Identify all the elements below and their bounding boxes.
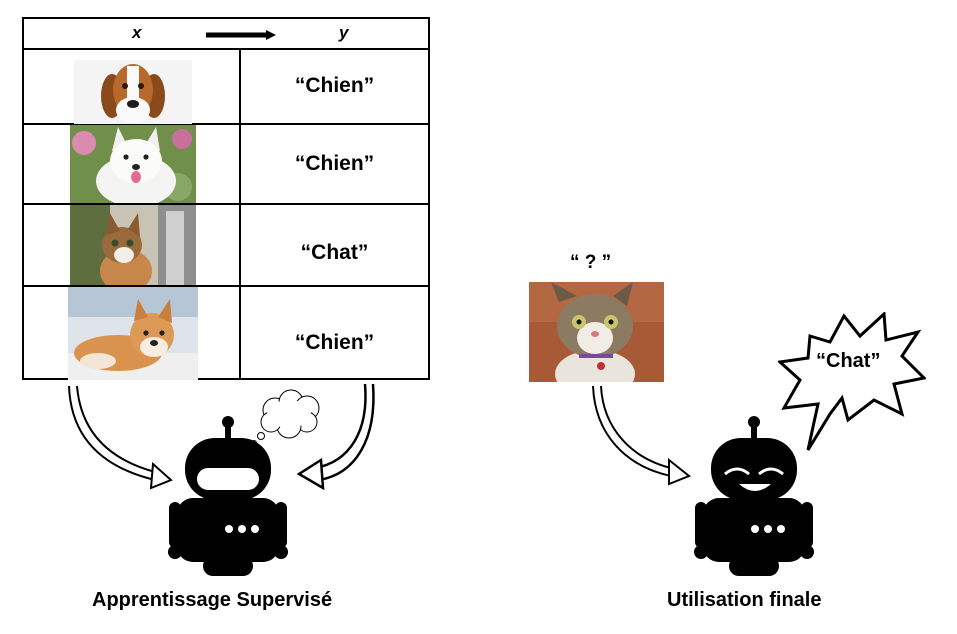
cat-closeup-photo	[529, 282, 664, 382]
column-y-header: y	[339, 23, 349, 42]
robot-icon	[694, 416, 814, 576]
row-label: “Chat”	[300, 241, 369, 264]
thought-cloud-icon	[251, 389, 320, 446]
row-label: “Chien”	[294, 74, 375, 97]
column-divider	[239, 50, 241, 380]
table-row: “Chat”	[24, 205, 428, 287]
robot-icon	[168, 416, 288, 576]
curved-arrow-icon	[592, 385, 691, 486]
shiba-dog-photo	[68, 287, 198, 380]
header-arrow-icon	[206, 30, 276, 40]
prediction-label: “Chat”	[816, 350, 881, 372]
table-header-row: x y	[24, 19, 428, 50]
column-x-header: x	[132, 23, 142, 42]
table-row: “Chien”	[24, 287, 428, 380]
curved-arrow-icon	[68, 385, 173, 490]
curved-arrow-icon	[296, 383, 375, 490]
table-row: “Chien”	[24, 125, 428, 205]
speech-burst-icon	[778, 312, 926, 451]
beagle-dog-photo	[74, 60, 192, 124]
white-spitz-dog-photo	[70, 125, 196, 203]
table-row: “Chien”	[24, 50, 428, 125]
row-label: “Chien”	[294, 152, 375, 175]
training-caption: Apprentissage Supervisé	[92, 589, 333, 611]
row-label: “Chien”	[294, 331, 375, 354]
tabby-cat-photo	[70, 205, 196, 285]
query-label: “ ? ”	[570, 252, 612, 273]
training-table: x y “Chien”	[22, 17, 430, 380]
inference-caption: Utilisation finale	[667, 589, 822, 611]
